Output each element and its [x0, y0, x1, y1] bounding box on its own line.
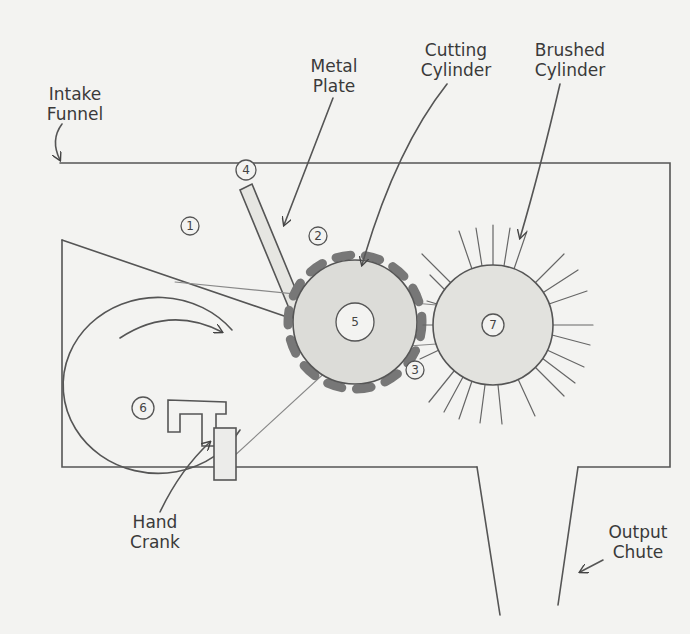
callout-circle: 3 — [405, 360, 425, 380]
crank-grip — [214, 428, 236, 480]
callout-circle: 1 — [180, 216, 200, 236]
part-label: Cutting Cylinder — [410, 40, 502, 80]
part-label: Brushed Cylinder — [520, 40, 620, 80]
part-label: Metal Plate — [298, 56, 370, 96]
leader-line — [55, 124, 62, 160]
callout-number: 1 — [180, 216, 200, 236]
callout-circle: 2 — [308, 226, 328, 246]
callout-number: 7 — [481, 313, 505, 337]
leader-line — [580, 560, 603, 572]
part-label: Hand Crank — [118, 512, 192, 552]
cutting-cylinder — [293, 260, 417, 384]
callout-number: 5 — [335, 302, 375, 342]
circle-outline — [336, 303, 374, 341]
chute-wall — [477, 467, 500, 615]
brush-bristles — [420, 225, 593, 424]
leader-line — [160, 442, 210, 512]
callout-number: 2 — [308, 226, 328, 246]
rotation-arrow — [120, 320, 222, 338]
leader-line — [362, 84, 447, 265]
part-label: Intake Funnel — [35, 84, 115, 124]
housing-outline — [62, 240, 477, 467]
circle-outline — [482, 314, 504, 336]
brushed-cylinder — [433, 265, 553, 385]
part-label: Output Chute — [598, 522, 678, 562]
callout-number: 3 — [405, 360, 425, 380]
cutting-teeth — [288, 255, 422, 389]
circle-outline — [309, 227, 327, 245]
funnel-wall — [62, 240, 290, 318]
callout-number: 4 — [235, 159, 257, 181]
circle-outline — [181, 217, 199, 235]
leader-line — [520, 84, 560, 238]
callout-circle: 4 — [235, 159, 257, 181]
callout-circle: 5 — [335, 302, 375, 342]
housing-outline — [60, 163, 670, 467]
leader-line — [284, 98, 333, 225]
callout-circle: 6 — [131, 396, 155, 420]
circle-outline — [406, 361, 424, 379]
callout-circle: 7 — [481, 313, 505, 337]
chute-wall — [558, 467, 578, 605]
circle-outline — [236, 160, 256, 180]
callout-number: 6 — [131, 396, 155, 420]
circle-outline — [132, 397, 154, 419]
